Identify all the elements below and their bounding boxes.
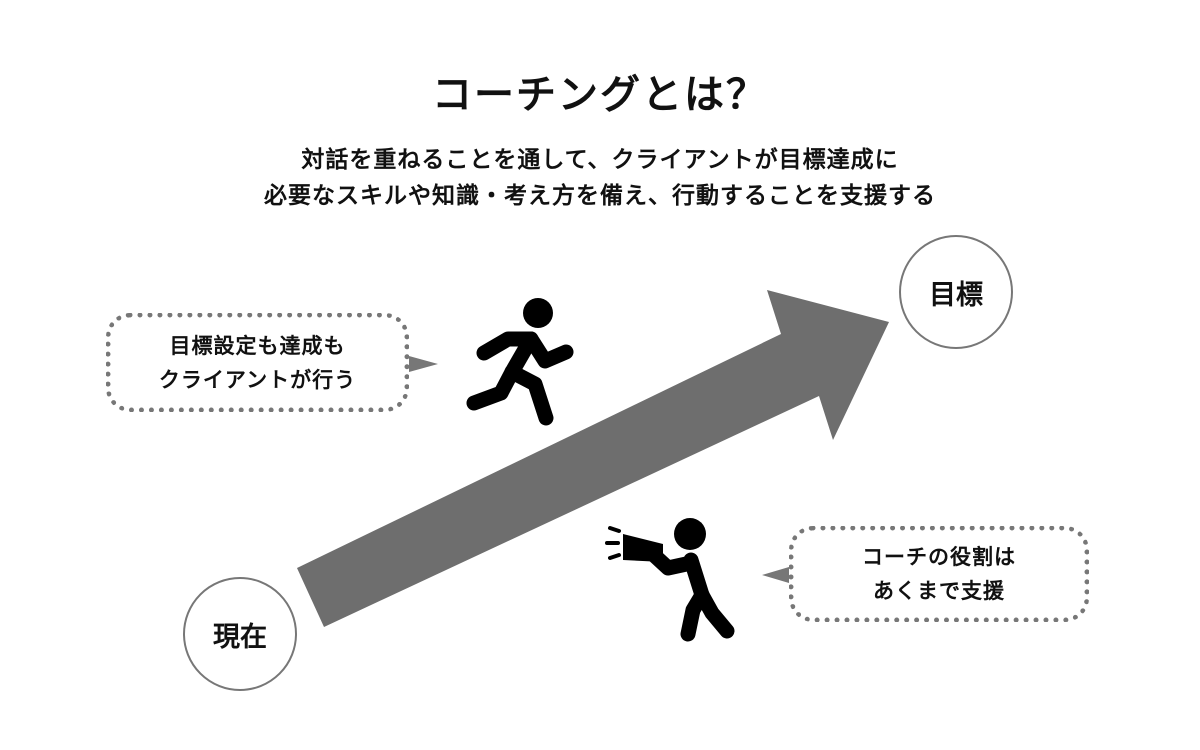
description: 対話を重ねることを通して、クライアントが目標達成に 必要なスキルや知識・考え方を… [0,142,1200,214]
description-line-1: 対話を重ねることを通して、クライアントが目標達成に [301,147,899,173]
client-bubble-pointer [409,356,438,372]
start-label: 現在 [213,621,267,653]
goal-label: 目標 [929,279,983,311]
coach-bubble-line-1: コーチの役割は [862,545,1016,569]
running-person-icon [466,298,574,426]
start-node: 現在 [183,577,297,691]
client-bubble-line-2: クライアントが行う [158,367,357,392]
page-title: コーチングとは？ [432,72,768,118]
goal-node: 目標 [899,235,1013,349]
client-bubble-line-1: 目標設定も達成も [169,333,346,358]
coach-role-bubble: コーチの役割は あくまで支援 [789,526,1089,622]
description-line-2: 必要なスキルや知識・考え方を備え、行動することを支援する [264,183,936,209]
coach-bubble-pointer [762,567,789,583]
progress-arrow [297,290,889,627]
coach-bubble-line-2: あくまで支援 [873,579,1005,603]
client-role-bubble: 目標設定も達成も クライアントが行う [106,313,409,412]
megaphone-person-icon [605,518,735,642]
